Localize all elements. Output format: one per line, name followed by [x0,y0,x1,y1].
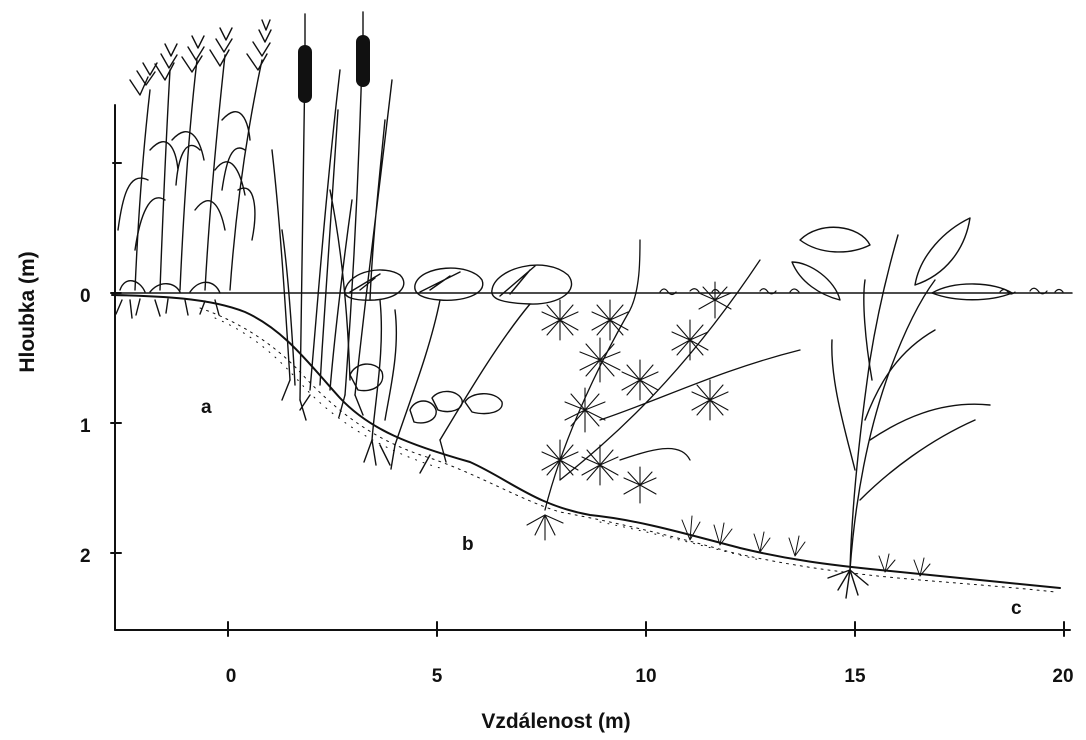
y-axis-title: Hloubka (m) [16,251,39,372]
zone-label-c: c [1011,598,1022,619]
y-tick-label: 0 [80,286,91,307]
cattail-spike [298,45,312,103]
reed-plants-illustration [116,20,271,318]
x-axis-title: Vzdálenost (m) [481,710,630,733]
zone-label-a: a [201,397,212,418]
pondweed-plant-illustration [792,218,1012,598]
water-lily-plants-illustration [345,265,572,473]
bottom-profile-line [112,295,1060,588]
lake-bottom [112,295,1060,592]
x-tick-label: 5 [432,666,443,687]
x-tick-label: 0 [226,666,237,687]
x-tick-label: 20 [1052,666,1073,687]
x-tick-label: 15 [844,666,866,687]
bottom-sediment-stipple [200,308,1055,592]
zone-label-b: b [462,534,474,555]
cattail-spike [356,35,370,87]
y-tick-label: 2 [80,546,91,567]
y-tick-label: 1 [80,416,91,437]
axes: 0 1 2 0 5 10 15 20 Vzdálenost (m) Hloubk… [16,105,1074,733]
x-tick-label: 10 [635,666,656,687]
cattail-plants-illustration [272,12,392,420]
